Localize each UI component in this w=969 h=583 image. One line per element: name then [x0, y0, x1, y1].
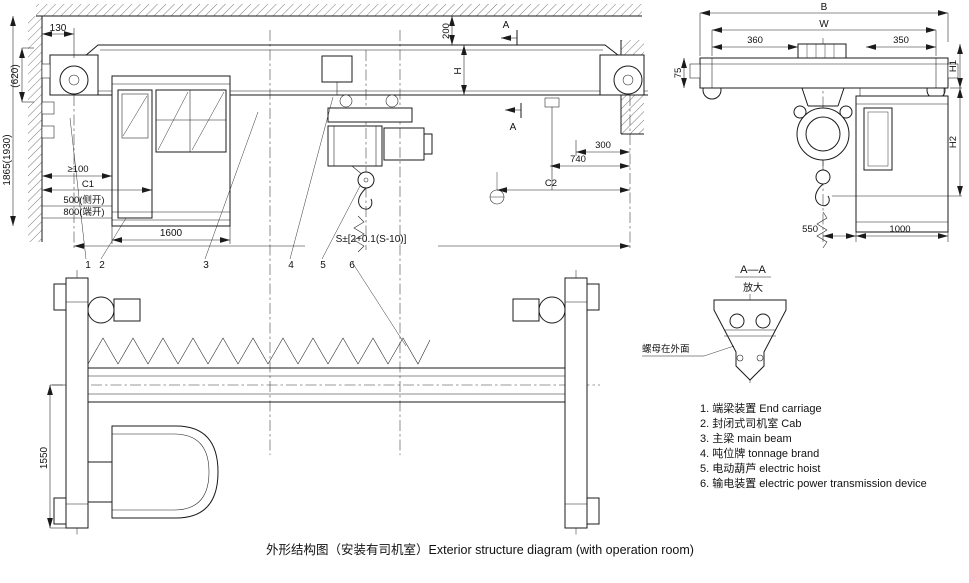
ceiling-hatch	[36, 4, 642, 17]
dim-c1: C1	[82, 179, 94, 190]
cab-side	[855, 88, 949, 233]
section-title: A—A	[740, 264, 766, 276]
section-cut-marks: A A	[501, 20, 522, 133]
dim-550: 550	[802, 224, 818, 235]
dim-1000: 1000	[889, 224, 910, 235]
dim-h2: H2	[948, 136, 959, 148]
rail-clamp-block	[797, 43, 847, 59]
travel-motor-left	[87, 296, 141, 324]
plan-view: 1550	[39, 277, 600, 529]
dim-300: 300	[595, 140, 611, 151]
dim-1865: 1865(1930)	[2, 134, 13, 185]
dim-350: 350	[893, 35, 909, 46]
dim-620: (620)	[10, 64, 21, 87]
section-zoom-label: 放大	[743, 281, 763, 294]
dim-1600: 1600	[160, 228, 183, 239]
buffer-left	[689, 63, 701, 79]
callout-5: 5	[320, 260, 326, 271]
tonnage-brand	[321, 55, 353, 95]
section-label-a-top: A	[503, 20, 510, 31]
end-carriage-front-left	[41, 54, 99, 139]
dim-c2: C2	[545, 178, 557, 189]
end-carriage-front-right	[599, 54, 645, 96]
section-a-a-detail: A—A 放大 螺母在外面	[642, 264, 787, 386]
dim-75: 75	[673, 68, 684, 79]
legend-item-3: 3. 主梁 main beam	[700, 431, 792, 445]
callout-4: 4	[288, 260, 294, 271]
dim-h: H	[453, 67, 464, 74]
dim-1550: 1550	[39, 446, 50, 469]
legend-item-4: 4. 吨位牌 tonnage brand	[700, 446, 819, 460]
front-view-dimensions: 130 (620) 1865(1930) ≥100 C1 500(侧开) 800…	[2, 16, 630, 249]
dim-span-s: S±[2+0.1(S-10)]	[336, 234, 407, 245]
dim-740: 740	[570, 154, 586, 165]
dim-360: 360	[747, 35, 763, 46]
legend-item-2: 2. 封闭式司机室 Cab	[700, 416, 801, 430]
dim-b: B	[821, 2, 828, 13]
cab-plan-outline	[111, 425, 219, 519]
callout-3: 3	[203, 260, 209, 271]
callout-6: 6	[349, 260, 355, 271]
power-feed-front	[489, 97, 560, 205]
dim-800: 800(端开)	[63, 206, 104, 218]
dim-200: 200	[441, 23, 452, 39]
electric-hoist-side	[793, 87, 853, 249]
part-callouts: 1 2 3 4 5 6	[69, 96, 407, 347]
dim-500: 500(侧开)	[63, 194, 104, 206]
electric-hoist-front	[327, 94, 433, 253]
side-view: B W 360 350 75 H1 H2 550 1000	[673, 2, 963, 249]
drawing-caption: 外形结构图（安装有司机室）Exterior structure diagram …	[266, 542, 694, 557]
left-wall-hatch	[28, 16, 43, 242]
dim-h1: H1	[948, 60, 959, 72]
callout-1: 1	[85, 260, 91, 271]
legend-item-5: 5. 电动葫芦 electric hoist	[700, 462, 820, 475]
cab-platform-plan	[87, 461, 115, 503]
section-label-a-bottom: A	[510, 122, 517, 133]
side-view-dimensions: B W 360 350 75 H1 H2 550 1000	[673, 2, 963, 242]
legend-item-6: 6. 输电装置 electric power transmission devi…	[700, 476, 927, 490]
dim-ge100: ≥100	[67, 164, 88, 175]
legend: 1. 端梁装置 End carriage 2. 封闭式司机室 Cab 3. 主梁…	[700, 401, 927, 490]
dim-130: 130	[50, 23, 67, 34]
legend-item-1: 1. 端梁装置 End carriage	[700, 401, 822, 415]
dim-w: W	[819, 19, 829, 30]
nut-note: 螺母在外面	[642, 343, 690, 355]
festoon-cable	[87, 337, 431, 365]
callout-2: 2	[99, 260, 105, 271]
travel-motor-right	[512, 296, 566, 324]
cab-front	[111, 75, 231, 227]
